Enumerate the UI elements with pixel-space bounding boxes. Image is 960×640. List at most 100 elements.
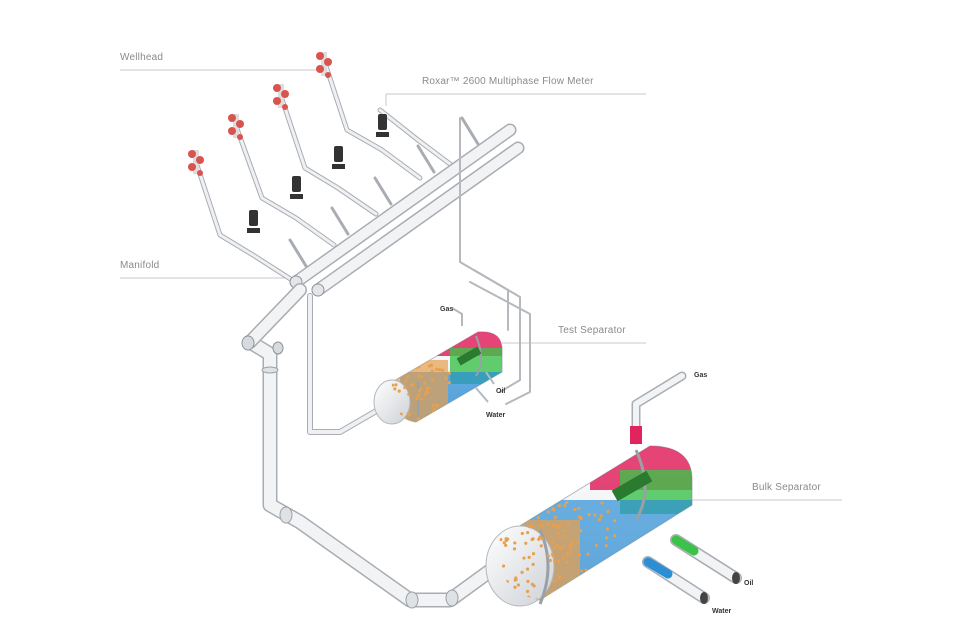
label-bulk-oil: Oil [744,580,754,587]
sediment-dot [536,500,540,504]
sediment-dot [571,540,575,544]
sediment-dot [419,387,423,391]
sediment-dot [558,547,562,551]
sediment-dot [540,606,543,609]
sediment-dot [391,383,395,387]
sediment-dot [409,383,414,387]
sediment-dot [404,379,408,383]
sediment-dot [577,553,582,557]
sediment-dot [545,501,549,506]
sediment-dot [587,512,591,517]
sediment-dot [564,534,568,538]
sediment-dot [499,537,503,542]
sediment-dot [393,387,397,391]
sediment-dot [446,418,450,422]
sediment-dot [562,589,567,593]
callout-lines [120,69,842,501]
sediment-dot [561,544,565,548]
sediment-dot [599,514,603,518]
sediment-dot [562,529,567,533]
sediment-dot [550,552,555,557]
flow-meter-3-icon [332,146,345,169]
sediment-dot [425,391,429,395]
sediment-dot [553,559,557,563]
sediment-dot [437,367,442,372]
sediment-dot [563,504,567,508]
sediment-dot [544,602,547,605]
sediment-dot [430,419,434,422]
flow-meter-2-icon [290,176,303,199]
sediment-dot [568,546,572,551]
sediment-dot [580,579,584,583]
sediment-dot [504,537,508,541]
flow-meters [247,114,389,233]
sediment-dot [518,502,522,506]
label-test-oil: Oil [496,388,506,395]
sediment-dot [406,412,410,416]
sediment-dot [531,537,535,541]
sediment-dot [522,556,526,560]
sediment-dot [573,507,577,512]
sediment-dot [546,510,551,514]
sediment-dot [546,522,551,527]
sediment-dot [546,554,550,558]
sediment-dot [423,381,427,385]
sediment-dot [516,583,521,587]
sediment-dot [514,576,518,580]
sediment-dot [598,518,602,522]
sediment-dot [531,562,535,566]
sediment-dot [607,572,611,577]
sediment-dot [526,579,530,583]
sediment-dot [406,425,409,428]
sediment-dot [553,594,557,598]
sediment-dot [586,552,590,556]
sediment-dot [400,358,404,362]
sediment-dot [558,575,562,579]
sediment-dot [418,374,422,379]
sediment-dot [579,529,583,533]
bulk-oil-outlet [670,534,742,584]
sediment-dot [613,554,617,559]
sediment-dot [565,551,569,556]
sediment-dot [530,582,535,586]
sediment-dot [577,506,581,511]
label-wellhead: Wellhead [120,52,164,63]
sediment-dot [605,527,610,531]
sediment-dot [597,580,601,584]
sediment-dot [407,392,411,396]
sediment-dot [520,570,524,574]
sediment-dot [527,555,531,560]
sediment-dot [613,534,617,538]
sediment-dot [552,579,556,583]
label-manifold: Manifold [120,260,160,271]
sediment-dot [589,600,592,603]
sediment-dot [391,369,396,373]
sediment-dot [416,393,420,397]
sediment-dot [601,605,604,608]
sediment-dot [504,543,508,547]
sediment-dot [613,519,617,523]
wellhead-2 [228,114,244,140]
sediment-dot [543,599,547,600]
bulk-separator-vessel [485,445,693,607]
sediment-dot [561,556,565,560]
sediment-dot [401,427,404,430]
sediment-dot [556,532,560,536]
sediment-dot [444,376,448,381]
sediment-dot [594,543,598,547]
sediment-dot [394,383,398,387]
sediment-dot [604,577,608,582]
wellhead-valves [188,52,332,176]
sediment-dot [605,603,608,606]
label-test-separator: Test Separator [558,325,626,336]
sediment-dot [576,541,580,545]
sediment-dot [508,521,512,525]
sediment-dot [553,515,558,519]
sediment-dot [604,536,609,540]
sediment-dot [519,607,522,610]
sediment-dot [400,361,405,366]
sediment-dot [568,549,573,554]
sediment-dot [551,507,555,512]
sediment-dot [513,541,517,545]
sediment-dot [432,407,437,411]
